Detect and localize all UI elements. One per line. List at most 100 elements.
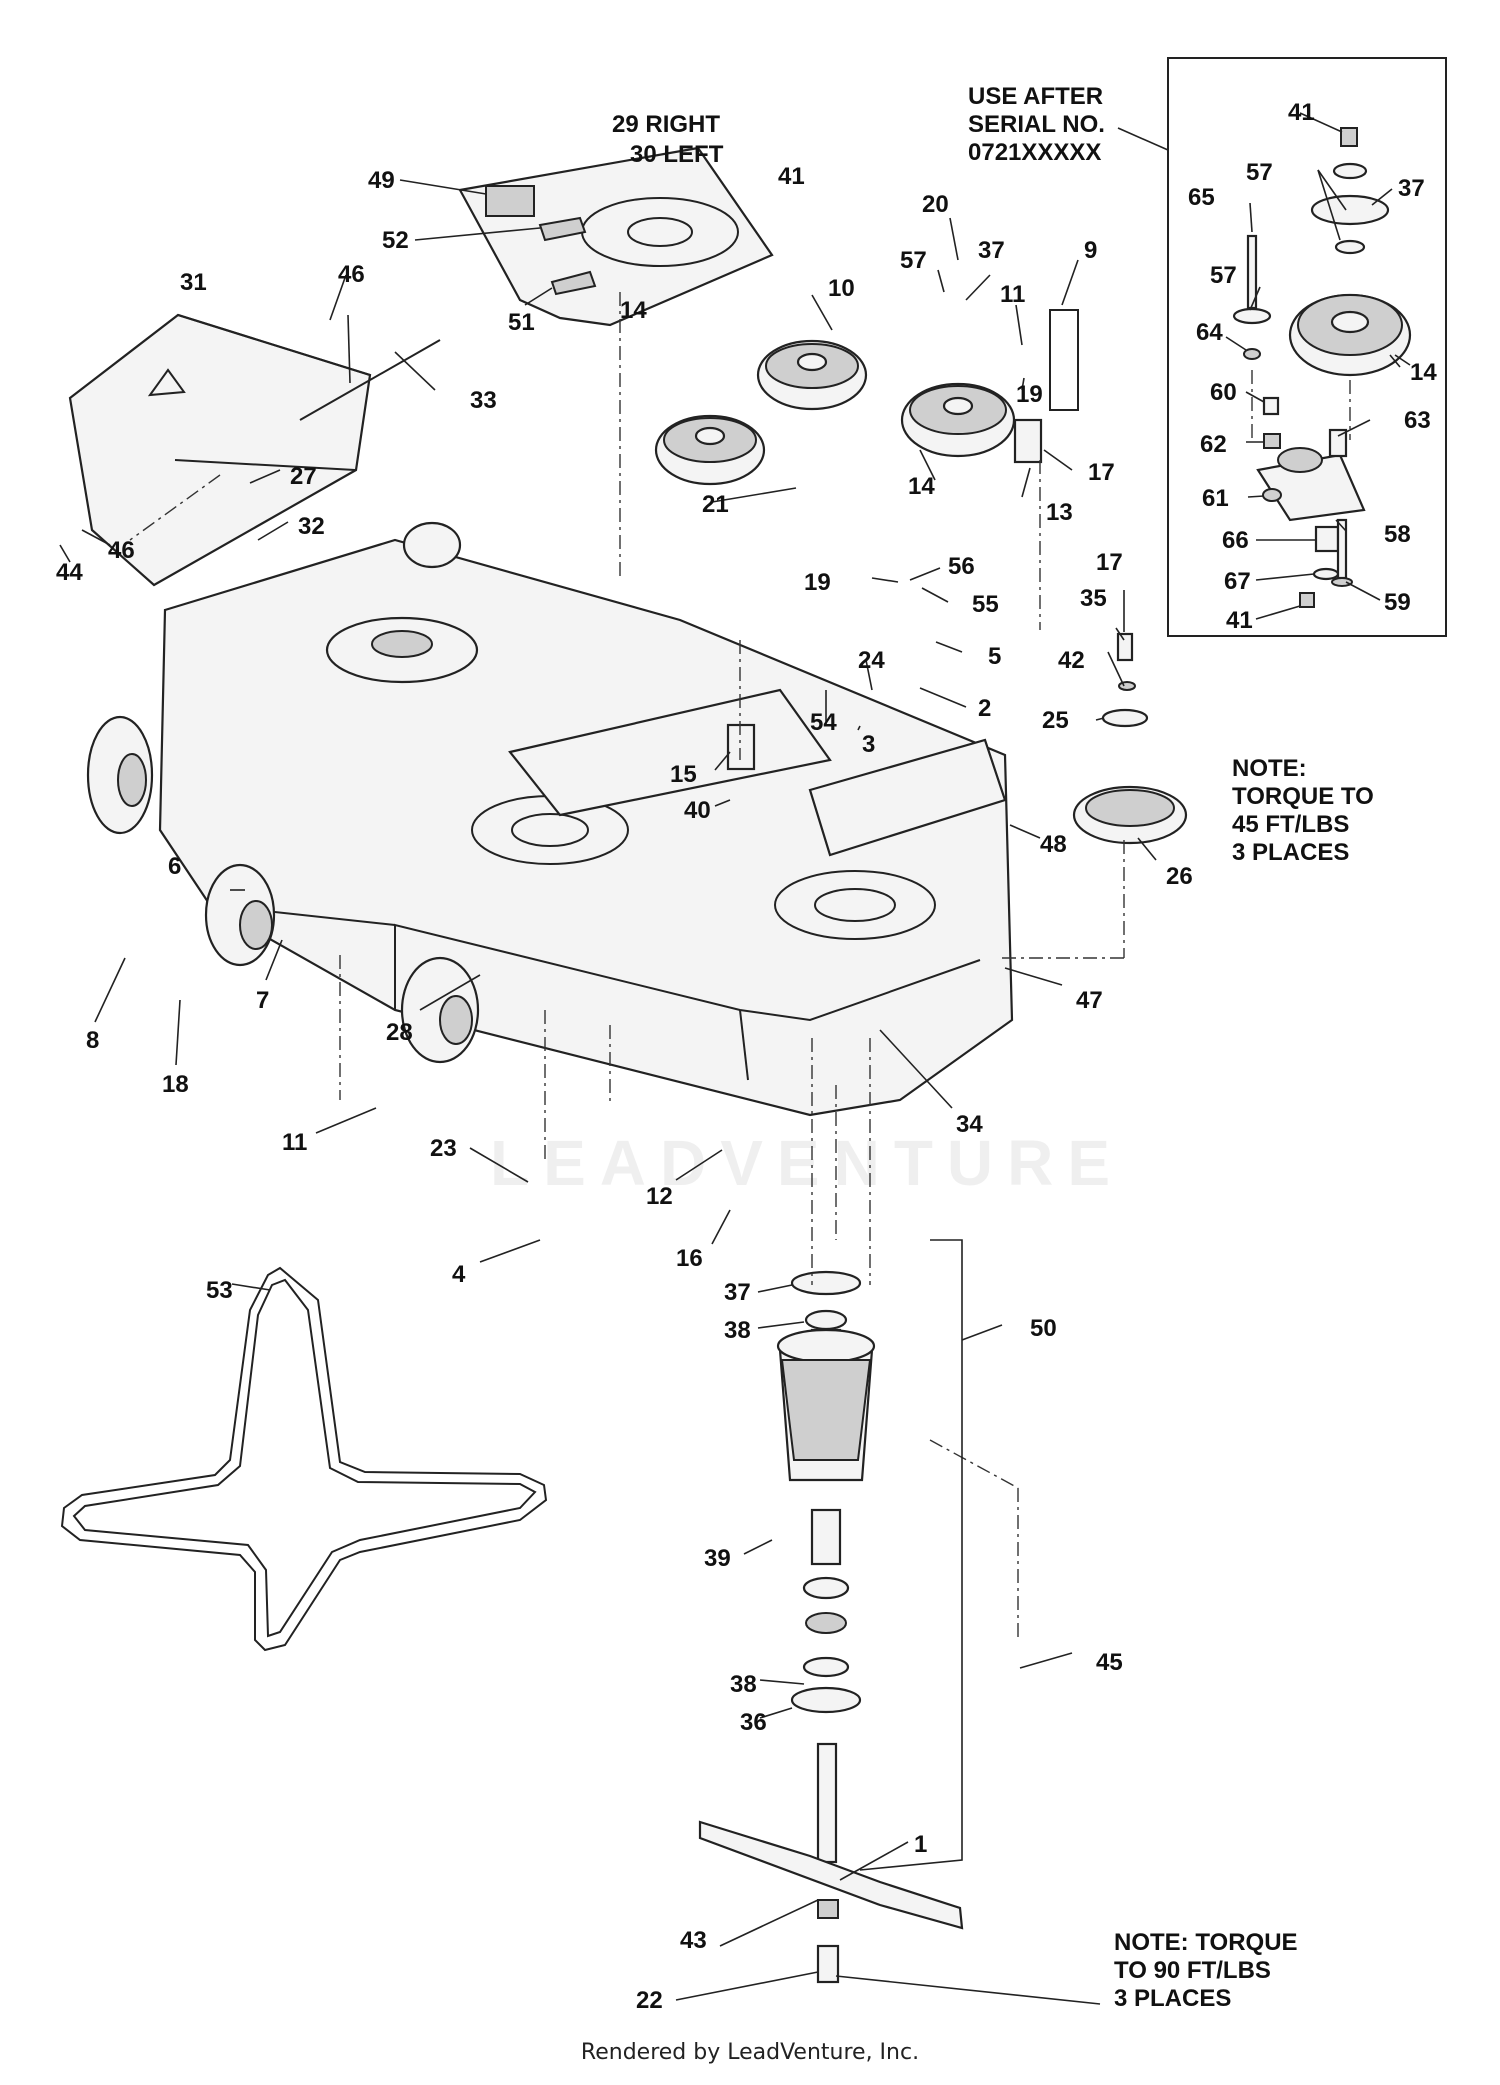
serial-note-line-2: SERIAL NO. <box>968 111 1105 138</box>
callout-53: 53 <box>206 1277 233 1304</box>
serial-note: USE AFTER SERIAL NO. 0721XXXXX <box>968 83 1112 166</box>
callout-34: 34 <box>956 1111 983 1138</box>
callout-26: 26 <box>1166 863 1193 890</box>
callout-11: 11 <box>282 1129 307 1156</box>
callout-27: 27 <box>290 463 317 490</box>
pulley-torque-note-line-4: 3 PLACES <box>1232 839 1349 866</box>
callout-47: 47 <box>1076 987 1103 1014</box>
callout-38: 38 <box>730 1671 757 1698</box>
callout-18: 18 <box>162 1071 189 1098</box>
callout-41: 41 <box>1226 607 1253 634</box>
callout-32: 32 <box>298 513 325 540</box>
deflector-label-right: 29 RIGHT <box>612 111 720 138</box>
leader-lines <box>59 112 1411 2005</box>
callout-31: 31 <box>180 269 207 296</box>
callout-46: 46 <box>338 261 365 288</box>
callout-67: 67 <box>1224 568 1251 595</box>
callout-37: 37 <box>724 1279 751 1306</box>
callout-48: 48 <box>1040 831 1067 858</box>
callout-labels: 4157376557641460626361586667415949525141… <box>56 99 1437 2014</box>
mower-deck <box>158 538 1014 1117</box>
callout-51: 51 <box>508 309 535 336</box>
pulley-torque-note-line-3: 45 FT/LBS <box>1232 811 1349 838</box>
serial-note-line-3: 0721XXXXX <box>968 139 1101 166</box>
watermark: LEADVENTURE <box>490 1127 1124 1199</box>
callout-40: 40 <box>684 797 711 824</box>
pulley-torque-note: NOTE: TORQUE TO 45 FT/LBS 3 PLACES <box>1232 755 1380 866</box>
callout-20: 20 <box>922 191 949 218</box>
callout-57: 57 <box>1210 262 1237 289</box>
callout-28: 28 <box>386 1019 413 1046</box>
callout-62: 62 <box>1200 431 1227 458</box>
callout-52: 52 <box>382 227 409 254</box>
callout-17: 17 <box>1096 549 1123 576</box>
callout-23: 23 <box>430 1135 457 1162</box>
deflector-label: 29 RIGHT 30 LEFT <box>612 111 727 168</box>
callout-50: 50 <box>1030 1315 1057 1342</box>
callout-35: 35 <box>1080 585 1107 612</box>
callout-33: 33 <box>470 387 497 414</box>
callout-63: 63 <box>1404 407 1431 434</box>
callout-38: 38 <box>724 1317 751 1344</box>
callout-54: 54 <box>810 709 837 736</box>
blade-torque-note-line-3: 3 PLACES <box>1114 1985 1231 2012</box>
callout-6: 6 <box>168 853 181 880</box>
callout-44: 44 <box>56 559 83 586</box>
callout-3: 3 <box>862 731 875 758</box>
callout-60: 60 <box>1210 379 1237 406</box>
callout-10: 10 <box>828 275 855 302</box>
pulley-torque-note-line-1: NOTE: <box>1232 755 1307 782</box>
inset-idler-assembly <box>1232 127 1412 608</box>
callout-13: 13 <box>1046 499 1073 526</box>
callout-14: 14 <box>908 473 935 500</box>
callout-45: 45 <box>1096 1649 1123 1676</box>
callout-25: 25 <box>1042 707 1069 734</box>
callout-24: 24 <box>858 647 885 674</box>
spindle-stack <box>698 1270 964 1984</box>
wheels <box>86 521 480 1064</box>
callout-41: 41 <box>778 163 805 190</box>
callout-37: 37 <box>1398 175 1425 202</box>
blade-torque-note: NOTE: TORQUE TO 90 FT/LBS 3 PLACES <box>1114 1929 1304 2012</box>
assembly-centerlines <box>129 292 1125 1871</box>
callout-14: 14 <box>1410 359 1437 386</box>
footer-credit: Rendered by LeadVenture, Inc. <box>580 2040 920 2065</box>
callout-19: 19 <box>804 569 831 596</box>
callout-64: 64 <box>1196 319 1223 346</box>
callout-66: 66 <box>1222 527 1249 554</box>
callout-56: 56 <box>948 553 975 580</box>
callout-17: 17 <box>1088 459 1115 486</box>
callout-16: 16 <box>676 1245 703 1272</box>
discharge-chute <box>68 313 441 587</box>
callout-57: 57 <box>1246 159 1273 186</box>
callout-14: 14 <box>620 297 647 324</box>
callout-9: 9 <box>1084 237 1097 264</box>
callout-55: 55 <box>972 591 999 618</box>
callout-7: 7 <box>256 987 269 1014</box>
callout-8: 8 <box>86 1027 99 1054</box>
drive-belt <box>60 1266 548 1652</box>
callout-1: 1 <box>914 1831 927 1858</box>
callout-65: 65 <box>1188 184 1215 211</box>
callout-57: 57 <box>900 247 927 274</box>
callout-46: 46 <box>108 537 135 564</box>
callout-21: 21 <box>702 491 729 518</box>
callout-43: 43 <box>680 1927 707 1954</box>
callout-5: 5 <box>988 643 1001 670</box>
callout-39: 39 <box>704 1545 731 1572</box>
callout-2: 2 <box>978 695 991 722</box>
callout-11: 11 <box>1000 281 1025 308</box>
callout-37: 37 <box>978 237 1005 264</box>
deflector-cover <box>458 146 774 327</box>
callout-4: 4 <box>452 1261 466 1288</box>
callout-12: 12 <box>646 1183 673 1210</box>
callout-49: 49 <box>368 167 395 194</box>
deflector-label-left: 30 LEFT <box>630 141 724 168</box>
callout-61: 61 <box>1202 485 1229 512</box>
callout-59: 59 <box>1384 589 1411 616</box>
blade-torque-note-line-1: NOTE: TORQUE <box>1114 1929 1298 1956</box>
callout-19: 19 <box>1016 381 1043 408</box>
blade-torque-note-line-2: TO 90 FT/LBS <box>1114 1957 1271 1984</box>
pulley-torque-note-line-2: TORQUE TO <box>1232 783 1374 810</box>
callout-36: 36 <box>740 1709 767 1736</box>
